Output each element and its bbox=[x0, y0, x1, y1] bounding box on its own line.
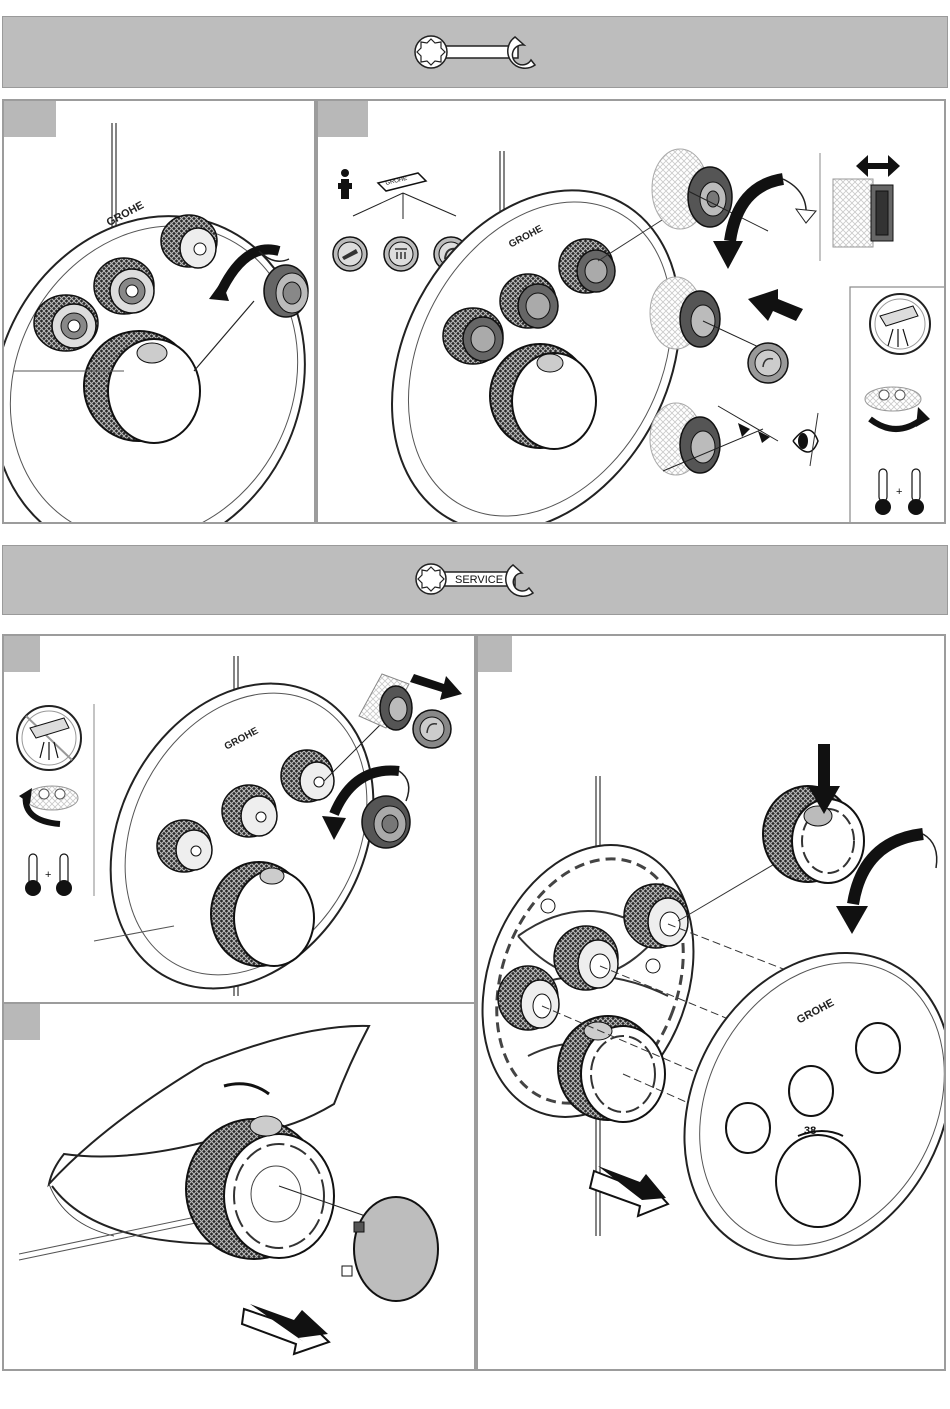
step-panel-4 bbox=[2, 1002, 476, 1371]
sticker-icon: GROHE bbox=[378, 173, 426, 191]
illustration-remove-cartridge-service: + GROHE bbox=[4, 636, 476, 1004]
step-panel-1: GROHE bbox=[2, 99, 316, 524]
no-water-tap-icon bbox=[870, 294, 930, 354]
temperature-mark: 38 bbox=[804, 1125, 816, 1137]
double-arrow-icon bbox=[856, 155, 900, 177]
wrench-icon bbox=[3, 17, 947, 87]
service-label: SERVICE bbox=[455, 574, 503, 586]
removed-cartridge bbox=[264, 265, 308, 317]
eye-icon bbox=[793, 413, 818, 466]
illustration-remove-cartridge: GROHE bbox=[4, 101, 316, 524]
thermostat-knob-detached bbox=[186, 1116, 334, 1259]
knob-top bbox=[281, 750, 334, 802]
illustration-clean-cartridge: GROHE GROHE bbox=[318, 101, 946, 524]
step-panel-3: + GROHE bbox=[2, 634, 476, 1004]
svg-text:+: + bbox=[45, 869, 51, 881]
knob-middle bbox=[94, 258, 154, 314]
thermometer-hot-icon bbox=[56, 854, 72, 896]
cartridge-removed bbox=[362, 796, 410, 848]
thermometer-cold-icon bbox=[25, 854, 41, 896]
knob-left bbox=[443, 308, 503, 364]
knob-top bbox=[161, 215, 217, 268]
service-header-band: SERVICE bbox=[2, 545, 948, 615]
thermostat-knob-removed bbox=[763, 786, 864, 883]
service-wrench-icon: SERVICE bbox=[3, 546, 947, 614]
pull-arrow-icon bbox=[410, 674, 462, 700]
handshower-button-icon bbox=[333, 237, 367, 271]
press-arrow-icon bbox=[818, 744, 830, 788]
illustration-remove-cap bbox=[4, 1004, 476, 1371]
cartridge-check-detail bbox=[650, 403, 778, 475]
knob-top bbox=[624, 884, 688, 948]
rainshower-button-icon bbox=[384, 237, 418, 271]
step-panel-2: GROHE GROHE bbox=[316, 99, 946, 524]
illustration-exploded-assembly: GROHE 38 bbox=[478, 636, 946, 1371]
svg-text:+: + bbox=[896, 486, 902, 498]
knob-left bbox=[157, 820, 212, 872]
no-water-tap-icon bbox=[17, 706, 81, 770]
knob-middle bbox=[222, 785, 277, 837]
side-info-column: + bbox=[17, 704, 94, 896]
push-arrow-icon bbox=[748, 289, 803, 321]
info-icon bbox=[338, 169, 352, 199]
cartridge-turn-icon bbox=[19, 786, 78, 824]
knob-left bbox=[34, 295, 98, 351]
step-panel-5: GROHE 38 bbox=[476, 634, 946, 1371]
knob-middle bbox=[554, 926, 618, 990]
rotate-arrow-icon bbox=[730, 179, 783, 241]
side-info-box: + bbox=[850, 287, 946, 524]
filter-mesh-detail bbox=[833, 179, 893, 247]
tool-header-band bbox=[2, 16, 948, 88]
knob-left bbox=[498, 966, 559, 1030]
